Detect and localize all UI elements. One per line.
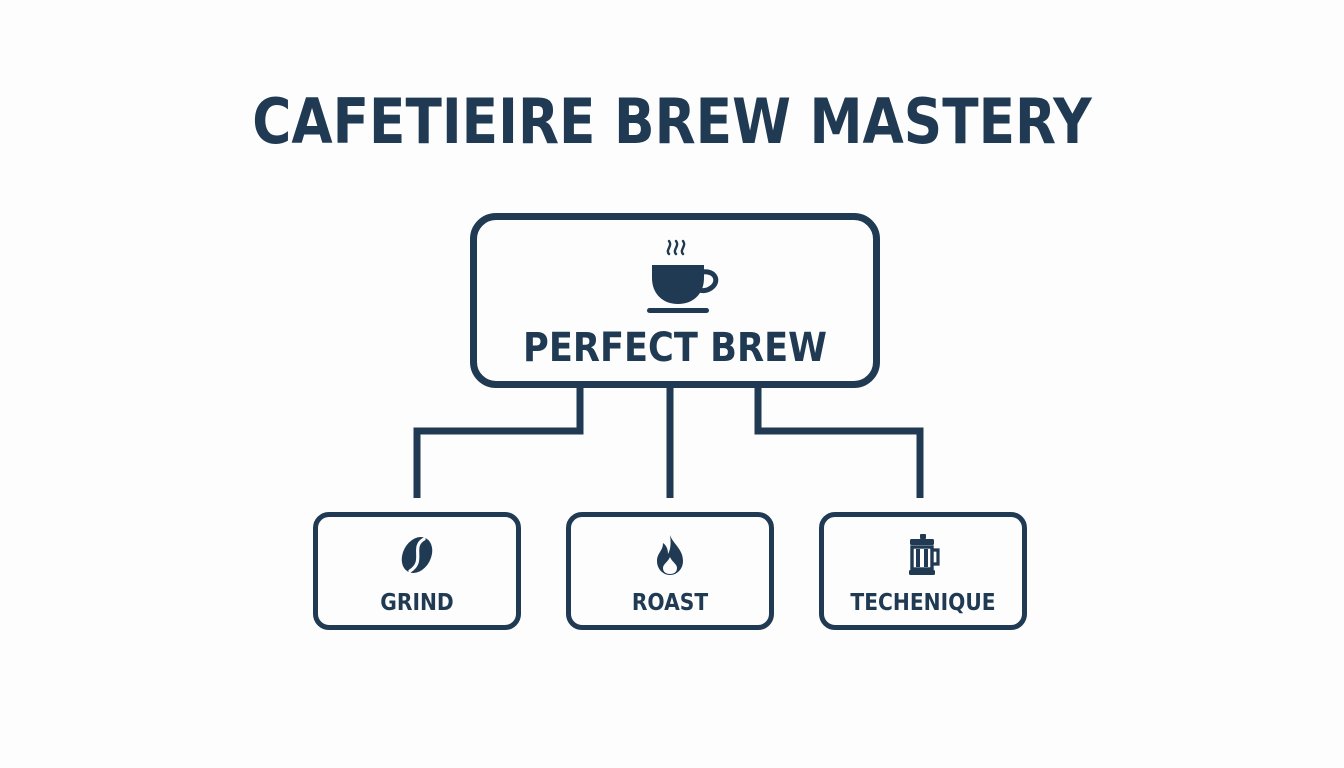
- child-node-grind: GRIND: [313, 512, 521, 630]
- root-node-perfect-brew: PERFECT BREW: [470, 213, 880, 388]
- root-label: PERFECT BREW: [523, 325, 827, 371]
- coffee-bean-icon: [401, 536, 433, 574]
- connector-to-techenique: [754, 388, 924, 498]
- diagram-title: CAFETIEIRE BREW MASTERY: [252, 85, 1092, 158]
- child-label-techenique: TECHENIQUE: [850, 590, 996, 616]
- connector-to-grind: [413, 388, 584, 498]
- french-press-icon: [909, 534, 940, 575]
- child-label-grind: GRIND: [380, 590, 454, 616]
- child-node-roast: ROAST: [566, 512, 774, 630]
- flame-icon: [657, 535, 683, 575]
- child-label-roast: ROAST: [631, 590, 709, 616]
- child-node-techenique: TECHENIQUE: [819, 512, 1027, 630]
- steaming-coffee-cup-icon: [647, 239, 719, 313]
